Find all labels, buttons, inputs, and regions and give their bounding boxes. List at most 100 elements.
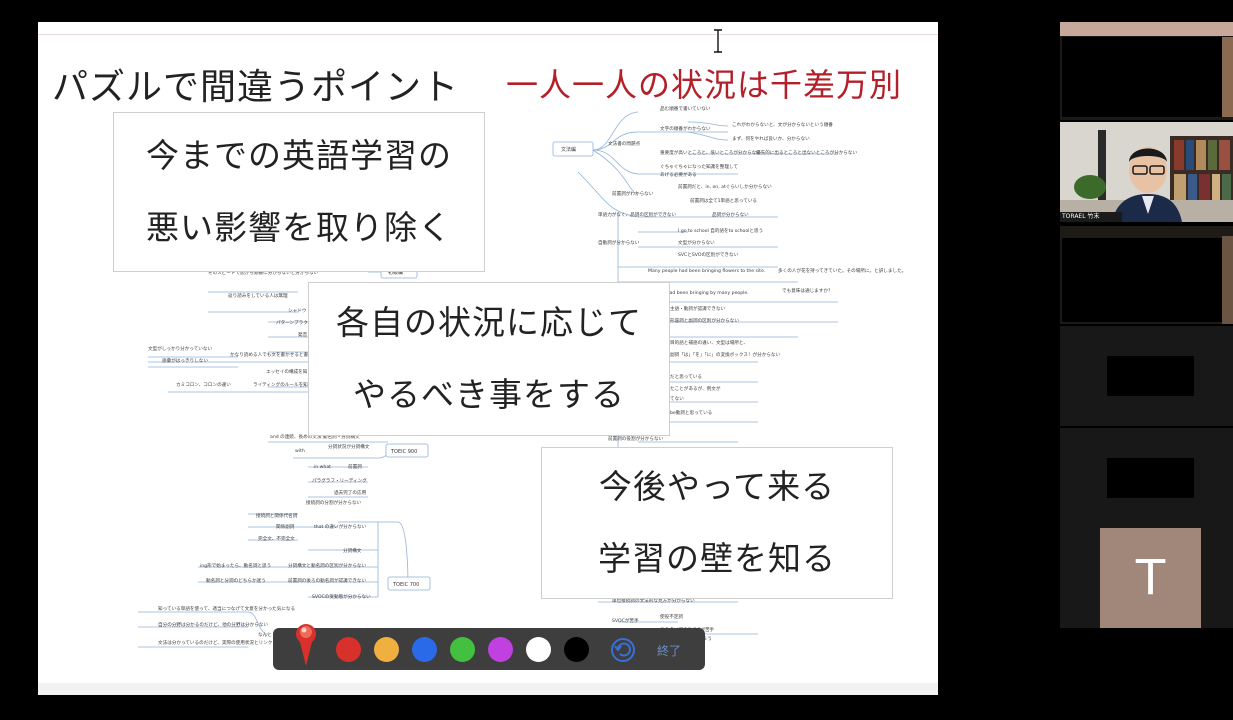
annotation-toolbar xyxy=(273,628,705,670)
node-bunpo: 文法編 xyxy=(561,146,576,153)
mm-label: 形容詞と副詞の区別が分からない xyxy=(670,317,739,324)
mm-label: 単語力がなく、品詞の区別ができない xyxy=(598,211,677,218)
mm-label: 関係副詞 xyxy=(276,523,295,530)
mm-label: Many people had been bringing flowers to… xyxy=(648,268,765,274)
mm-label: 多くの人が花を持ってきていた。その場所に。と訳しました。 xyxy=(778,267,906,274)
mm-label: 使役不定詞 xyxy=(660,613,683,620)
mm-label: 前置詞の役割が分からない xyxy=(608,435,664,442)
callout-line: 学習の壁を知る xyxy=(598,539,836,578)
participant-video-3[interactable] xyxy=(1060,226,1233,324)
participant-name-label: TORAEL 竹末 xyxy=(1062,213,1100,220)
mm-label: 自分の分野は分かるのだけど、他の分野は分からない xyxy=(158,621,268,628)
mind-map-labels: 品む順番で書いていない 文法書の問題点 文字の順番がわからない これがわからない… xyxy=(148,105,906,646)
color-red-button[interactable] xyxy=(336,637,361,662)
mm-label: たことがあるが、例文が xyxy=(670,385,721,392)
color-green-button[interactable] xyxy=(450,637,475,662)
mm-label: カミコロン、コロンの違い xyxy=(176,381,231,388)
mm-label: 分詞構文 xyxy=(343,547,362,554)
slide-bottom-bar xyxy=(38,683,938,695)
video-frame xyxy=(1107,356,1194,396)
callout-future-walls: 今後やって来る 学習の壁を知る xyxy=(541,447,893,599)
mm-label: 文型が分からない xyxy=(678,239,715,246)
participant-video-teacher[interactable]: TORAEL 竹末 xyxy=(1060,122,1233,222)
participant-video-5[interactable] xyxy=(1060,428,1233,528)
mm-label: 過去完了の応用 xyxy=(334,489,367,496)
mind-map: 文法編 初級編 TOEIC 900 TOEIC 700 品む順番で書いていない … xyxy=(138,105,906,648)
mm-label: 前置詞がわからない xyxy=(612,190,654,197)
mm-label: そのスピードで読から順番に分からないと分からない xyxy=(208,269,319,276)
mm-label: 語彙がはっきりしない xyxy=(162,357,208,364)
undo-icon[interactable] xyxy=(610,637,636,663)
callout-line: 悪い影響を取り除く xyxy=(146,208,452,247)
mm-label: パラグラフ・リーディング xyxy=(312,477,367,484)
mm-label: 前置詞 xyxy=(348,463,362,470)
mm-label: 品む順番で書いていない xyxy=(660,105,711,112)
text-cursor-icon xyxy=(714,28,722,54)
mm-label: with xyxy=(295,448,305,454)
color-blue-button[interactable] xyxy=(412,637,437,662)
node-toeic900: TOEIC 900 xyxy=(390,449,417,455)
mm-label: あげる必要がある xyxy=(660,171,697,178)
color-purple-button[interactable] xyxy=(488,637,513,662)
mm-label: Flower had been bringing by many people. xyxy=(650,290,749,296)
slide-title-left: パズルで間違うポイント xyxy=(52,67,460,108)
mm-label: エッセイの構成を知 xyxy=(266,368,308,375)
mm-label: なんと xyxy=(258,631,272,638)
mm-label: 重要度が高いところと、低いところが分からない xyxy=(660,149,761,156)
participant-video-6[interactable]: T xyxy=(1060,528,1233,628)
mm-label: 自動詞が分からない xyxy=(598,239,640,246)
mm-label: SVCとSVOの区別ができない xyxy=(678,251,739,258)
mm-label: ライティングのルールを知 xyxy=(253,381,308,388)
mm-label: and の連続、長めの文法 動名詞・分詞構文 xyxy=(270,433,360,440)
mm-label: 完全文、不完全文 xyxy=(258,535,295,542)
mm-label: だと思っている xyxy=(670,374,702,380)
mm-label: かなり読める人でも文を書かせると書 xyxy=(230,351,309,358)
mm-label: 目的語と補語の違い、文型は場所と、 xyxy=(670,339,748,346)
mm-label: that の違いが分からない xyxy=(314,523,367,530)
callout-line: やるべき事をする xyxy=(353,375,625,414)
video-frame xyxy=(1107,458,1194,498)
mm-label: 文字の順番がわからない xyxy=(660,125,711,132)
mm-label: まず、何をやれば良いか、分からない xyxy=(732,135,810,142)
mm-label: SVOCが苦手 xyxy=(612,617,639,624)
mm-label: 分詞状況が分詞構文 xyxy=(328,443,370,450)
mm-label: in what xyxy=(314,464,331,470)
callout-line: 今までの英語学習の xyxy=(146,136,452,175)
mm-label: 知っている単語を使って、適当につなげて文意を分かった気になる xyxy=(158,605,295,612)
participant-video-4[interactable] xyxy=(1060,326,1233,426)
mm-label: 文法書の問題点 xyxy=(608,140,641,147)
color-orange-button[interactable] xyxy=(374,637,399,662)
node-kiso: 初級編 xyxy=(388,269,403,276)
teacher-video-scene xyxy=(1060,122,1233,222)
mm-label: 発音 xyxy=(298,331,308,338)
map-pin-pen-icon[interactable] xyxy=(293,620,319,668)
mm-label: 主語・動詞が認識できない xyxy=(670,305,726,312)
presentation-slide: 文法編 初級編 TOEIC 900 TOEIC 700 品む順番で書いていない … xyxy=(38,22,938,695)
video-frame-edge xyxy=(1222,236,1233,324)
mm-label: シャドウ xyxy=(288,307,307,314)
callout-individual-situation: 各自の状況に応じて やるべき事をする xyxy=(308,282,670,436)
video-frame-edge xyxy=(1222,37,1233,117)
mm-label: 分詞構文と動名詞の区別が分からない xyxy=(288,562,367,569)
mm-label: be動詞と思っている xyxy=(670,409,712,416)
mm-label: 副詞「は」「を」「に」の変換ボックス！が分からない xyxy=(670,351,781,358)
slide-top-line xyxy=(38,34,938,35)
mm-label: 品詞が分からない xyxy=(712,211,749,218)
mm-label: I go to school 自的語をto schoolと思う xyxy=(678,227,763,234)
mm-label: でも意味は通じますか？ xyxy=(782,287,833,294)
video-frame xyxy=(1062,37,1222,117)
participant-avatar: T xyxy=(1100,528,1201,628)
callout-remove-bad-influence: 今までの英語学習の 悪い影響を取り除く xyxy=(113,112,485,272)
mm-label: 動名詞と分詞のどちらか迷う xyxy=(206,577,266,584)
mm-label: 文型がしっかり分かっていない xyxy=(148,345,212,352)
mm-label: ぐちゃぐちゃになった知識を整理して xyxy=(660,163,738,170)
mm-label: これがわからないと、文が分からないという順番 xyxy=(732,121,833,128)
color-black-button[interactable] xyxy=(564,637,589,662)
mm-label: 単位接続詞の文法的な見方が分からない xyxy=(612,597,695,604)
mm-label: 前置詞の後ろの動名詞が認識できない xyxy=(288,577,367,584)
end-annotation-button[interactable]: 終了 xyxy=(657,644,682,658)
mm-label: てない xyxy=(670,395,684,402)
mm-label: パターンプラク xyxy=(276,319,308,326)
color-white-button[interactable] xyxy=(526,637,551,662)
participant-video-1[interactable] xyxy=(1060,22,1233,120)
